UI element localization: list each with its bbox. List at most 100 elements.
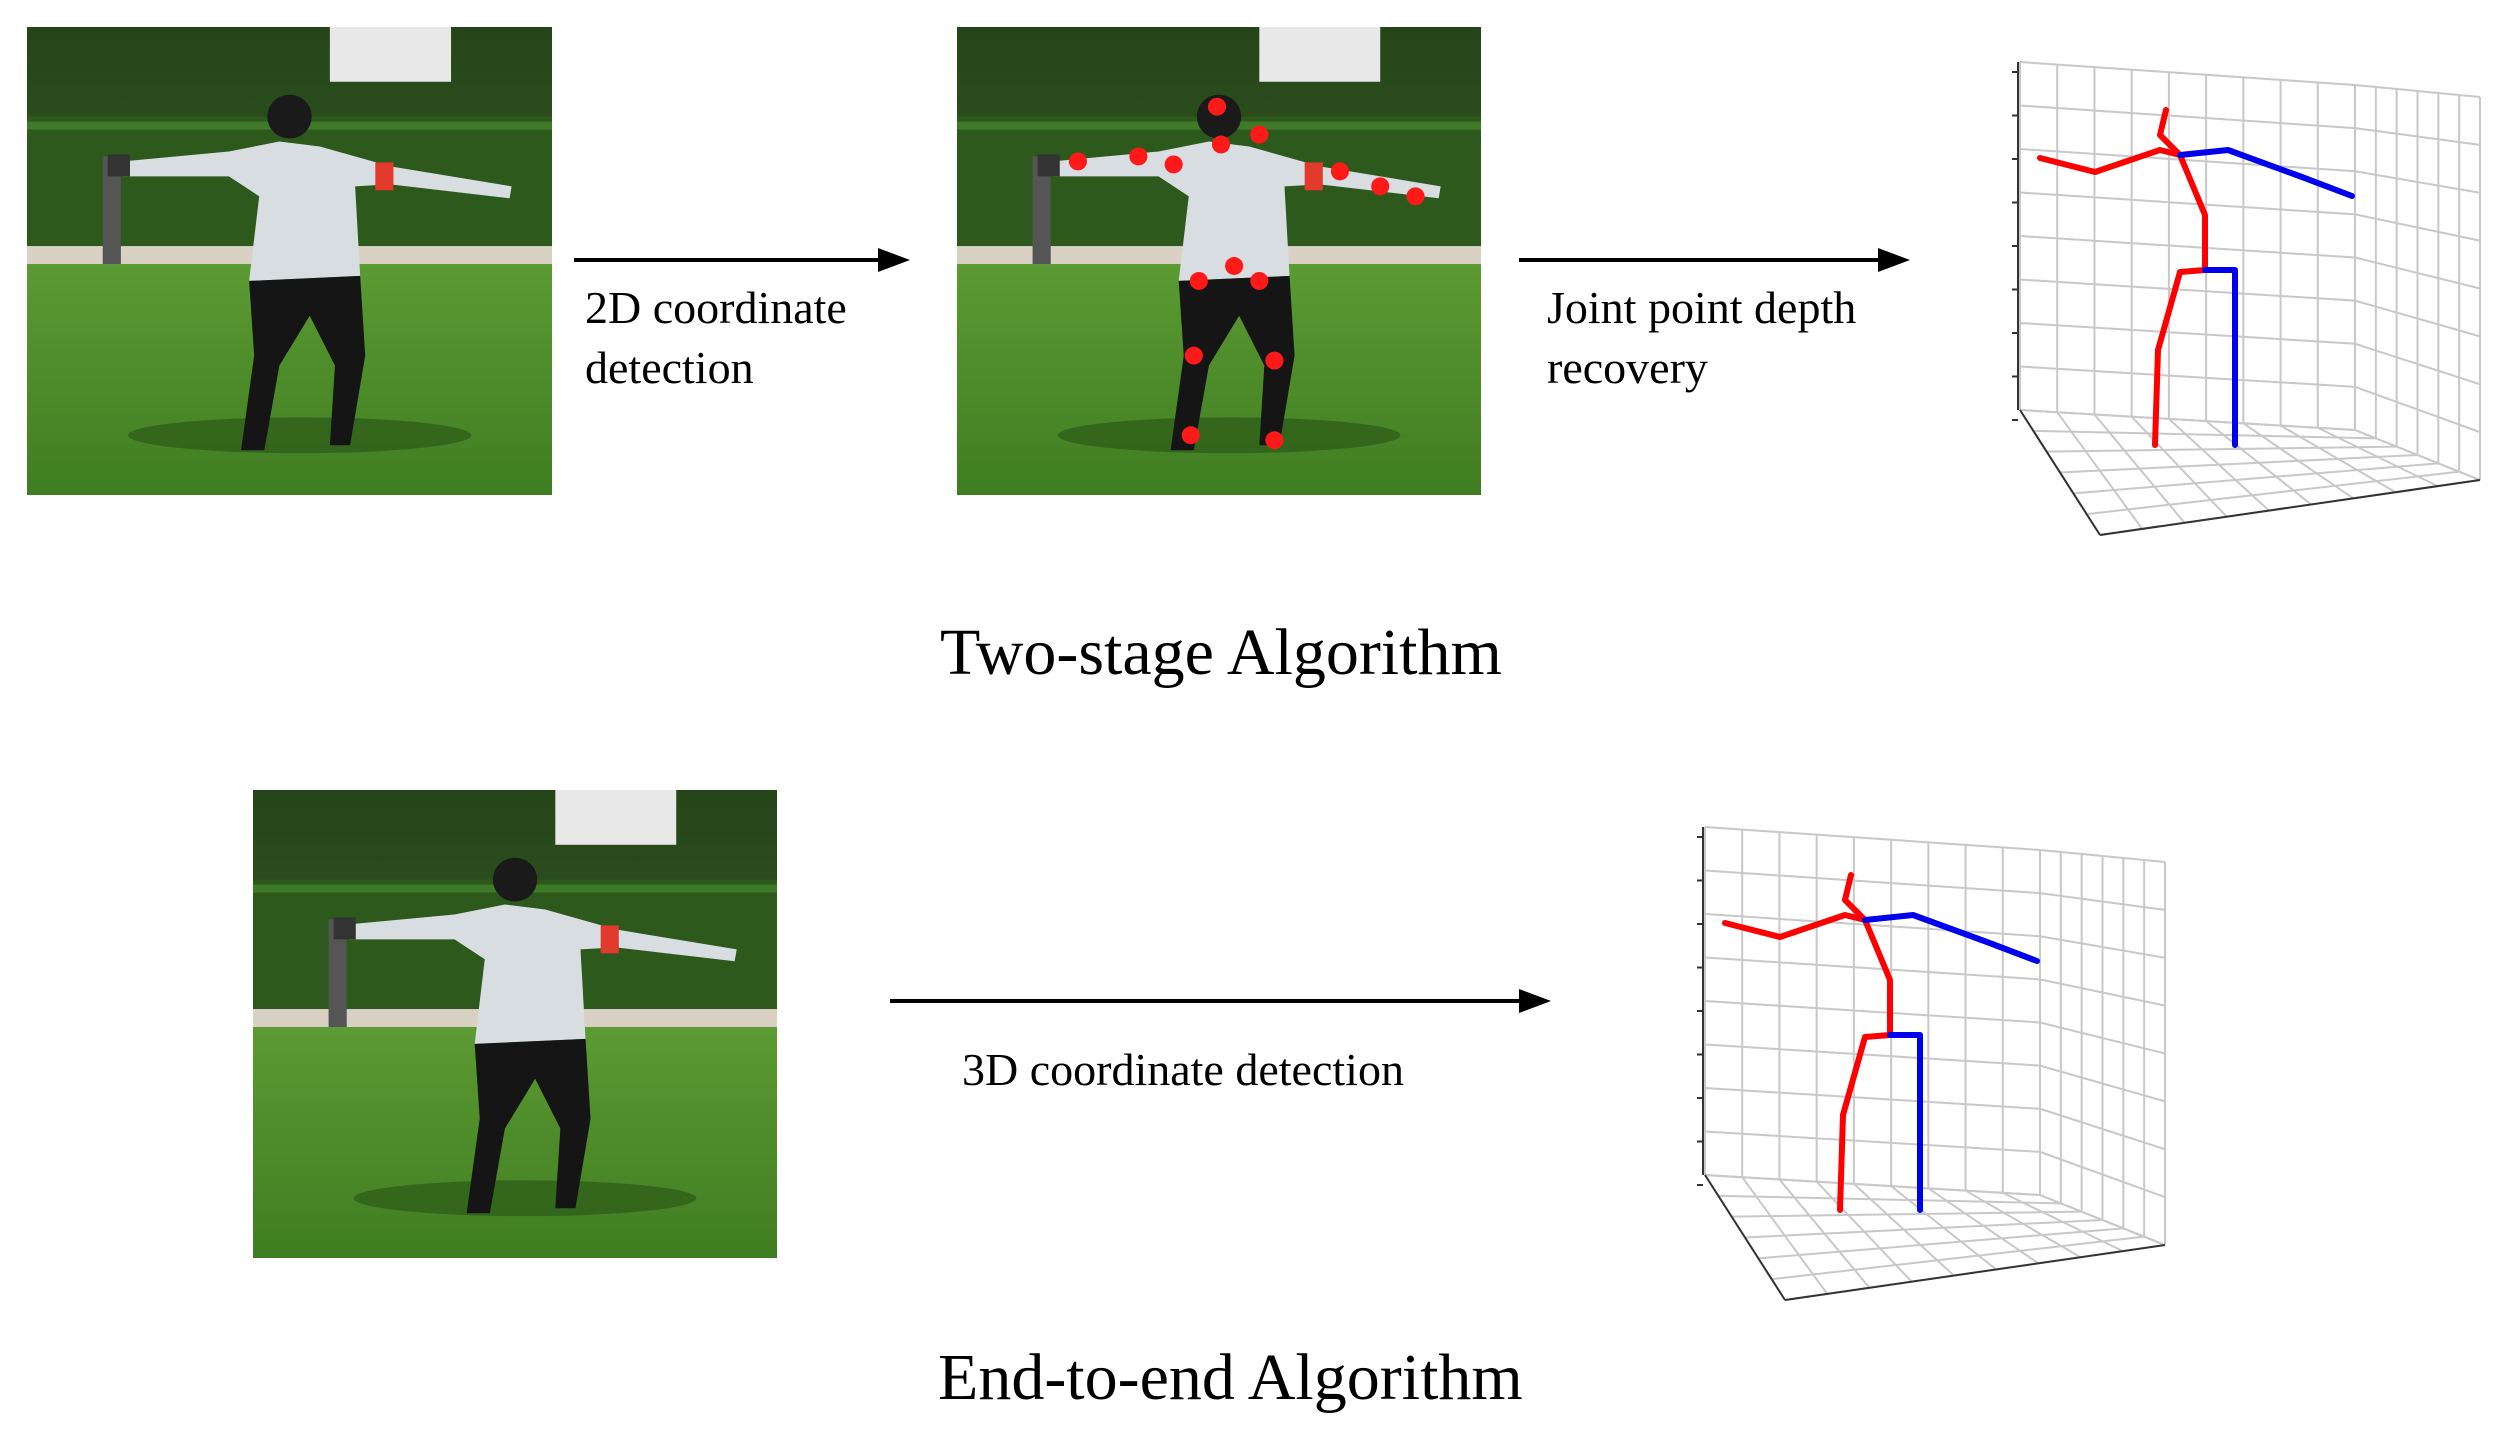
y-axis [2019,409,2101,536]
grid-line [2039,1194,2166,1246]
grid-line [1704,826,2041,851]
grid-line [2002,1191,2124,1253]
skeleton-bone [1862,912,2040,964]
grid-line [2086,470,2460,516]
grid-line [2019,235,2356,259]
keypoints [1068,97,1425,450]
step-label-2d-detection: 2D coordinate detection [585,278,847,398]
grid-line [2354,429,2481,481]
step-label-line1: Joint point depth [1547,282,1857,333]
grid-line [2019,191,2356,216]
arrow-2d-detection [574,248,910,272]
grid-line [1704,1043,2041,1067]
arrow-3d-detection [890,989,1551,1013]
skeleton-bone [2157,107,2183,158]
grid-line [2039,1064,2166,1103]
grid-line [2205,420,2312,506]
keypoint-marker [1265,431,1284,450]
keypoint-marker [1250,271,1269,290]
skeleton-bone [2202,267,2238,448]
input-photo-end-to-end [253,790,777,1258]
grid-line [1704,1000,2041,1024]
grid-line [1778,1178,1871,1289]
grid-line [2354,385,2481,434]
grid-line [2168,418,2270,512]
skeleton-bone [1722,912,1868,940]
grid-line [1704,1174,2041,1196]
keypoint-marker [1265,351,1284,370]
grid-line [2019,409,2356,431]
grid-line [1704,913,2041,938]
keypoint-marker [1189,271,1208,290]
grid-line [1704,956,2041,981]
skeleton-bone [2037,147,2183,175]
grid-line [1704,1130,2041,1153]
grid-line [2039,849,2166,863]
grid-line [2019,148,2356,173]
step-label-depth-recovery: Joint point depth recovery [1547,278,1856,398]
grid-line [1853,1183,1955,1277]
grid-line [2039,1021,2166,1055]
grid-line [2354,170,2481,194]
grid-line [2039,1107,2166,1151]
grid-line [1965,1189,2082,1259]
grid-line [2354,342,2481,386]
grid-line [1731,1210,2082,1218]
grid-line [1704,1087,2041,1110]
grid-line [2073,462,2439,495]
keypoint-marker [1406,187,1425,206]
arrow-depth-recovery [1519,248,1910,272]
keypoint-marker [1068,152,1087,171]
keypoint-marker [1250,125,1269,144]
grid-line [1744,1219,2103,1239]
grid-line [1815,1180,1913,1283]
grid-line [2280,424,2397,494]
grid-line [1758,1227,2124,1260]
grid-line [2093,413,2186,524]
caption-two-stage: Two-stage Algorithm [940,616,1502,689]
grid-line [2019,322,2356,345]
y-axis [1704,1174,1786,1301]
grid-line [1704,869,2041,895]
keypoint-marker [1184,346,1203,365]
grid-line [2019,61,2356,86]
grid-line [2354,127,2481,146]
step-label-line1: 2D coordinate [585,282,847,333]
skeleton-bone [2177,147,2355,199]
grid-line [2130,415,2228,518]
grid-line [2019,365,2356,388]
input-photo-two-stage [27,27,552,495]
step-label-line2: detection [585,342,754,393]
x-axis [2099,479,2481,536]
grid-line [2019,104,2356,130]
grid-line [1741,1176,1829,1295]
3d-pose-plot-two-stage [2012,61,2481,536]
grid-line [2039,978,2166,1007]
grid-line [1718,1194,2061,1205]
keypoint-marker [1181,426,1200,445]
skeleton-bone [1887,1032,1923,1213]
grid-line [2046,445,2397,453]
grid-line [2039,892,2166,911]
keypoint-marker [1207,97,1227,116]
skeleton-bone [1842,872,1868,923]
step-label-line2: recovery [1547,342,1708,393]
grid-line [2354,256,2481,290]
skeleton-bone [1837,917,1893,1213]
keypoint-marker [1129,147,1148,166]
grid-line [2354,299,2481,338]
skeleton-bone [2152,152,2208,448]
step-label-3d-detection: 3D coordinate detection [962,1040,1404,1100]
grid-line [2242,422,2354,500]
keypoint-marker [1211,135,1231,154]
keypoint-marker [1330,162,1349,181]
grid-line [2354,213,2481,242]
grid-line [2317,426,2439,488]
caption-end-to-end: End-to-end Algorithm [938,1341,1523,1414]
keypoint-marker [1225,257,1244,275]
keypoint-marker [1371,177,1390,196]
grid-line [2019,278,2356,302]
grid-line [2039,935,2166,959]
grid-line [2059,454,2418,474]
grid-line [1927,1187,2039,1265]
